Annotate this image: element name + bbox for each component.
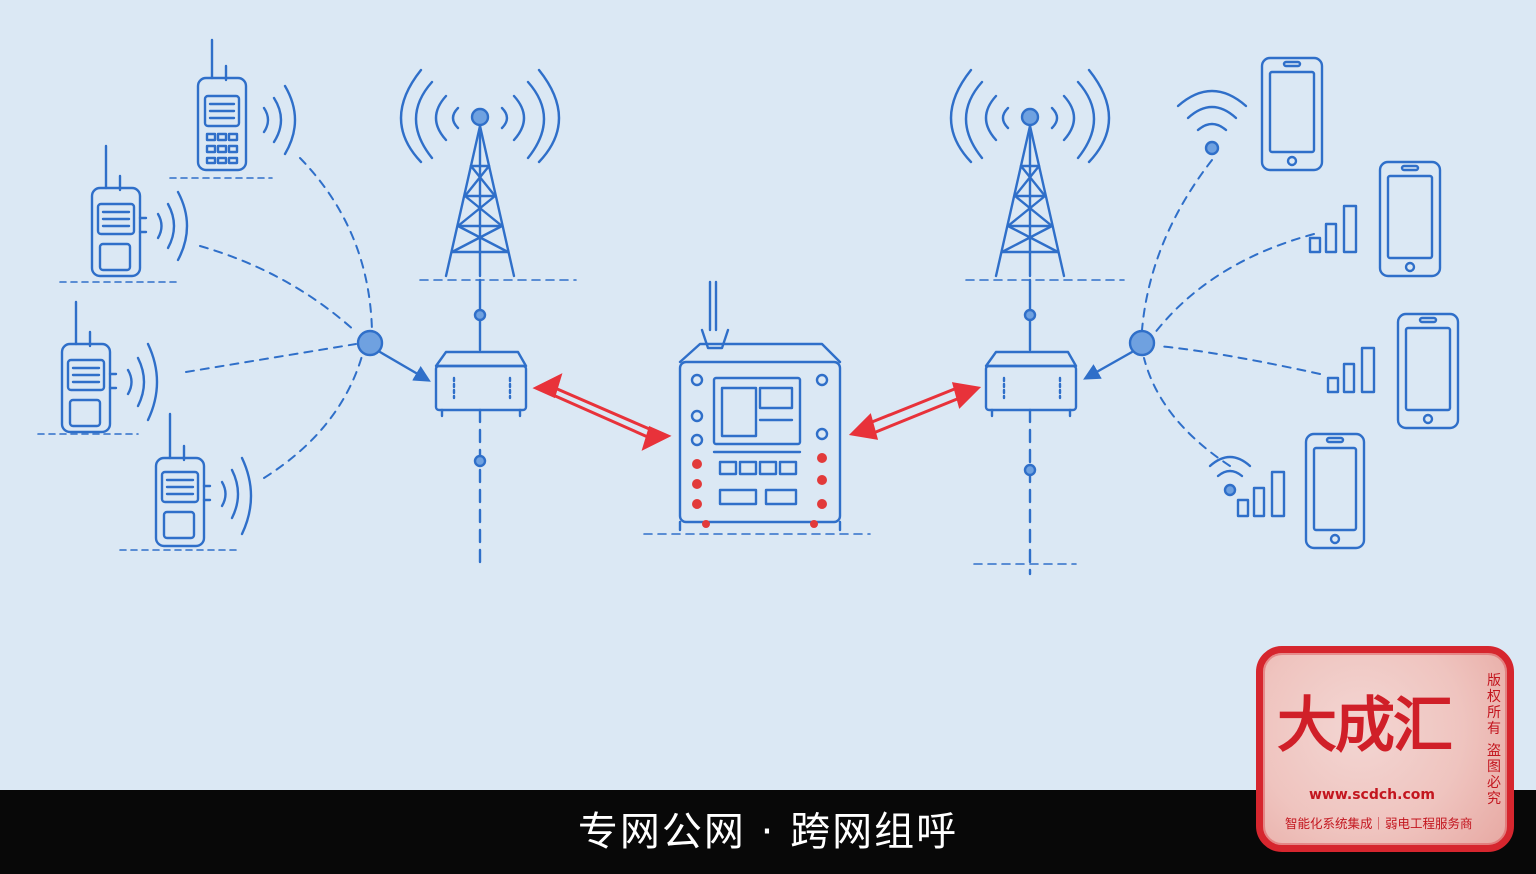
cellular-signal-bars-icon [1326, 346, 1376, 394]
smartphone-icon [1304, 432, 1366, 550]
watermark-brand: 大成汇 [1277, 691, 1453, 761]
interconnect-arrow-left [532, 373, 672, 451]
wifi-signal-icon [1176, 89, 1248, 156]
walkie-talkie-icon [119, 412, 253, 551]
network-diagram [37, 38, 1460, 576]
walkie-talkie-icon [59, 144, 189, 283]
status-led-group [692, 453, 827, 528]
smartphone-icon [1260, 56, 1324, 172]
network-gateway-icon [973, 350, 1078, 576]
walkie-talkie-icon [169, 38, 297, 179]
smartphone-icon [1396, 312, 1460, 430]
watermark-side-bottom: 盗图必究 [1487, 743, 1501, 807]
watermark-url: www.scdch.com [1309, 787, 1435, 803]
network-gateway-icon [434, 350, 528, 568]
hub-node [356, 329, 431, 382]
watermark-tagline: 智能化系统集成｜弱电工程服务商 [1285, 816, 1473, 831]
cellular-signal-bars-icon [1236, 470, 1286, 518]
caption-text: 专网公网 · 跨网组呼 [577, 809, 959, 855]
watermark-stamp: 大成汇 版权所有 盗图必究 www.scdch.com 智能化系统集成｜弱电工程… [1256, 646, 1514, 852]
smartphone-icon [1378, 160, 1442, 278]
interconnect-arrow-right [848, 382, 982, 440]
watermark-side-top: 版权所有 [1487, 673, 1501, 737]
wifi-signal-icon [1208, 455, 1252, 497]
interoperability-server-icon [643, 280, 871, 535]
radio-tower-icon [399, 68, 577, 352]
cellular-signal-bars-icon [1308, 204, 1358, 254]
radio-tower-icon [949, 68, 1125, 352]
walkie-talkie-icon [37, 300, 159, 435]
hub-node [1083, 329, 1156, 380]
